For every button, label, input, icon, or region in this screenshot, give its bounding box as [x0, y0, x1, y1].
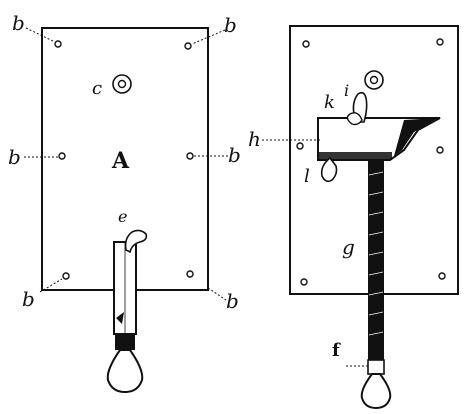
- right-hole-tr: [436, 38, 444, 46]
- left-hole-br: [186, 270, 194, 278]
- right-hole-tl: [302, 40, 310, 48]
- label-b-bl: b: [22, 287, 35, 311]
- right-hole-br: [438, 272, 446, 280]
- right-hole-ml: [296, 142, 304, 150]
- labels: b b b b b b c A e h k i l g f: [8, 11, 355, 361]
- left-leaders: [24, 27, 228, 301]
- right-handle-loop: [360, 373, 392, 410]
- label-b-mr: b: [228, 143, 241, 167]
- right-hole-mr: [436, 146, 444, 154]
- label-i: i: [344, 81, 349, 100]
- left-collar: [115, 334, 135, 350]
- label-b-tr: b: [224, 13, 237, 37]
- label-f: f: [332, 340, 341, 361]
- left-hole-tl: [54, 40, 62, 48]
- right-shaft-hatching: [368, 171, 384, 336]
- left-figure: [24, 27, 228, 394]
- label-b-br: b: [226, 289, 239, 313]
- left-handle-loop: [106, 349, 144, 394]
- label-c: c: [92, 78, 102, 99]
- left-lever: [124, 229, 148, 254]
- right-keyhole-outer: [364, 70, 384, 90]
- right-figure: [262, 25, 459, 410]
- left-hole-ml: [58, 152, 66, 160]
- right-bolt-shaft: [368, 160, 384, 360]
- label-e: e: [118, 207, 127, 226]
- label-k: k: [324, 92, 335, 113]
- left-hole-bl: [62, 272, 70, 280]
- left-keyhole-outer: [112, 74, 132, 94]
- right-lever-l: [320, 156, 338, 183]
- right-collar: [367, 359, 385, 375]
- label-b-tl: b: [12, 11, 25, 35]
- label-A: A: [111, 148, 130, 174]
- label-h: h: [248, 127, 261, 151]
- label-l: l: [304, 166, 310, 187]
- left-keyhole-inner: [117, 79, 127, 89]
- left-hole-mr: [186, 152, 194, 160]
- label-g: g: [342, 235, 355, 259]
- left-hole-tr: [184, 42, 192, 50]
- right-hole-bl: [300, 278, 308, 286]
- right-keyhole-inner: [369, 75, 379, 85]
- label-b-ml: b: [8, 145, 21, 169]
